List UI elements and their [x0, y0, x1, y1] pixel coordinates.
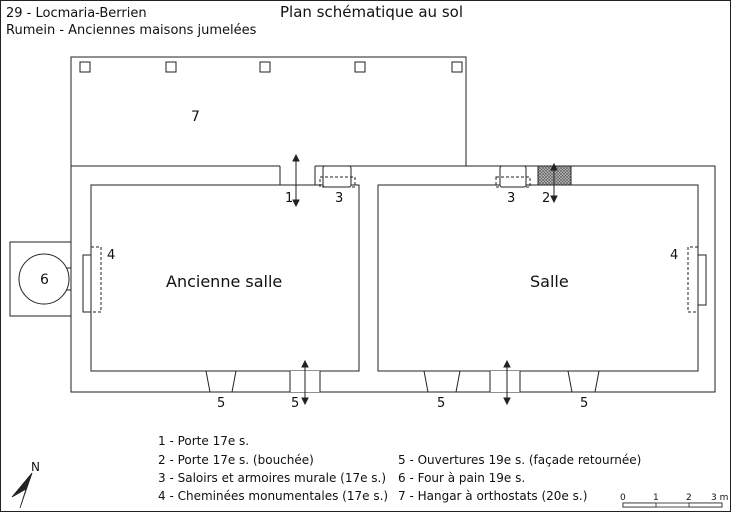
fireplace-left-hearth	[91, 246, 102, 313]
site-label: Rumein - Anciennes maisons jumelées	[6, 23, 257, 38]
marker-5-a: 5	[217, 396, 225, 411]
opening-5-e	[567, 370, 600, 393]
scale-tick: 3 m	[711, 493, 728, 503]
arrow-left-back-door-up	[301, 359, 309, 368]
orthostat-2	[165, 61, 177, 73]
scale-tick: 0	[620, 493, 626, 503]
saloir-right-niche	[495, 176, 531, 188]
location-label: 29 - Locmaria-Berrien	[6, 6, 147, 21]
legend-item: 6 - Four à pain 19e s.	[398, 471, 525, 485]
orthostat-4	[354, 61, 366, 73]
legend-item: 7 - Hangar à orthostats (20e s.)	[398, 489, 587, 503]
north-label: N	[31, 460, 40, 474]
arrow-right-back-door-down	[503, 397, 511, 406]
marker-2: 2	[542, 191, 550, 206]
arrow-left-back-door-down	[301, 397, 309, 406]
marker-5-d: 5	[580, 396, 588, 411]
fireplace-left-hood	[82, 254, 92, 313]
marker-4-left: 4	[107, 248, 115, 263]
marker-7: 7	[191, 109, 200, 125]
hangar-outline	[70, 56, 467, 166]
legend-item: 3 - Saloirs et armoires murale (17e s.)	[158, 471, 386, 485]
room-label-salle: Salle	[530, 272, 569, 291]
marker-3-left: 3	[335, 191, 343, 206]
orthostat-3	[259, 61, 271, 73]
scale-tick: 2	[686, 493, 692, 503]
opening-5-d-gap	[490, 371, 520, 392]
opening-5-c	[423, 370, 461, 393]
marker-4-right: 4	[670, 248, 678, 263]
building-outer-wall	[70, 165, 716, 393]
scale-tick: 1	[653, 493, 659, 503]
room-label-ancienne-salle: Ancienne salle	[166, 272, 282, 291]
marker-6: 6	[40, 272, 49, 288]
marker-5-c: 5	[437, 396, 445, 411]
legend-item: 1 - Porte 17e s.	[158, 434, 249, 448]
north-arrow-icon	[11, 472, 33, 509]
bread-oven	[18, 253, 70, 305]
arrow-door-2-down	[550, 195, 558, 204]
orthostat-1	[79, 61, 91, 73]
marker-3-right: 3	[507, 191, 515, 206]
opening-5-d-door	[489, 371, 521, 392]
legend-item: 4 - Cheminées monumentales (17e s.)	[158, 489, 388, 503]
marker-5-b: 5	[291, 396, 299, 411]
legend-item: 5 - Ouvertures 19e s. (façade retournée)	[398, 453, 641, 467]
bread-oven-mouth	[67, 267, 71, 291]
legend-item: 2 - Porte 17e s. (bouchée)	[158, 453, 314, 467]
opening-5-b	[289, 371, 321, 392]
marker-1: 1	[285, 191, 293, 206]
arrow-door-1-down	[292, 199, 300, 208]
arrow-right-back-door-up	[503, 359, 511, 368]
arrow-door-1-up	[292, 153, 300, 162]
saloir-left-niche	[319, 176, 356, 188]
fireplace-right-hearth	[687, 246, 698, 313]
page-title: Plan schématique au sol	[280, 3, 463, 21]
scale-bar	[622, 502, 723, 508]
fireplace-right-hood	[697, 254, 707, 306]
opening-5-a	[205, 370, 237, 393]
arrow-door-2-up	[550, 162, 558, 171]
orthostat-5	[451, 61, 463, 73]
direction-arrows	[292, 153, 558, 406]
